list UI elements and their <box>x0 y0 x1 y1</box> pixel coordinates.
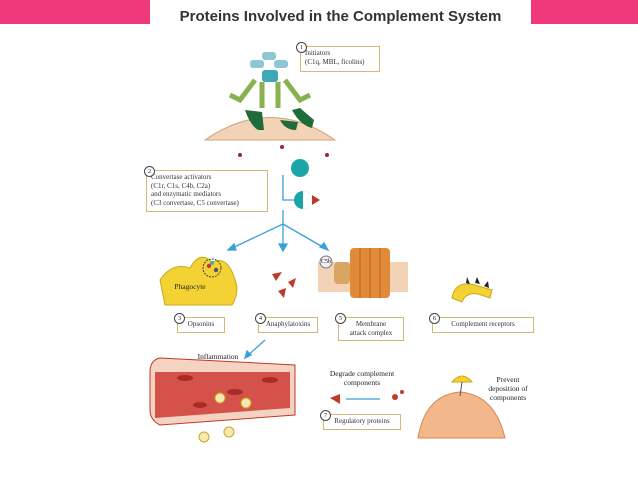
c5b-label: C5b <box>320 259 331 265</box>
step-1-badge: 1 <box>296 42 307 53</box>
host-cell-icon <box>417 391 506 439</box>
accent-bar-right <box>531 0 638 24</box>
complement-receptor-icon <box>451 283 493 303</box>
umbrella-icon <box>450 375 474 383</box>
cell-surface <box>203 117 337 141</box>
anaphylatoxin-icon <box>272 272 296 298</box>
step-5-badge: 5 <box>335 313 346 324</box>
step-7-badge: 7 <box>320 410 331 421</box>
phagocyte-label: Phagocyte <box>174 282 206 291</box>
initiators-box: Initiators (C1q, MBL, ficolins) <box>300 46 380 72</box>
c3-molecule-icon <box>291 159 309 177</box>
prevent-label: Prevent deposition of components <box>488 375 528 402</box>
regulator-icon <box>330 394 340 404</box>
anaphylatoxins-box: Anaphylatoxins <box>258 317 318 333</box>
regulatory-box: Regulatory proteins <box>323 414 401 430</box>
step-3-badge: 3 <box>174 313 185 324</box>
membrane-attack-complex-icon <box>318 248 408 298</box>
opsonins-box: Opsonins <box>177 317 225 333</box>
convertase-box: Convertase activators (C1r, C1s, C4b, C2… <box>146 170 268 212</box>
accent-bar-left <box>0 0 150 24</box>
receptors-box: Complement receptors <box>432 317 534 333</box>
step-6-badge: 6 <box>429 313 440 324</box>
c1-complex-icon <box>228 52 314 130</box>
inflammation-label: Inflammation <box>197 352 239 361</box>
mac-box: Membrane attack complex <box>338 317 404 341</box>
blood-vessel-icon <box>149 357 296 443</box>
page-title: Proteins Involved in the Complement Syst… <box>179 8 502 25</box>
degrade-label: Degrade complement components <box>329 369 395 387</box>
step-4-badge: 4 <box>255 313 266 324</box>
step-2-badge: 2 <box>144 166 155 177</box>
